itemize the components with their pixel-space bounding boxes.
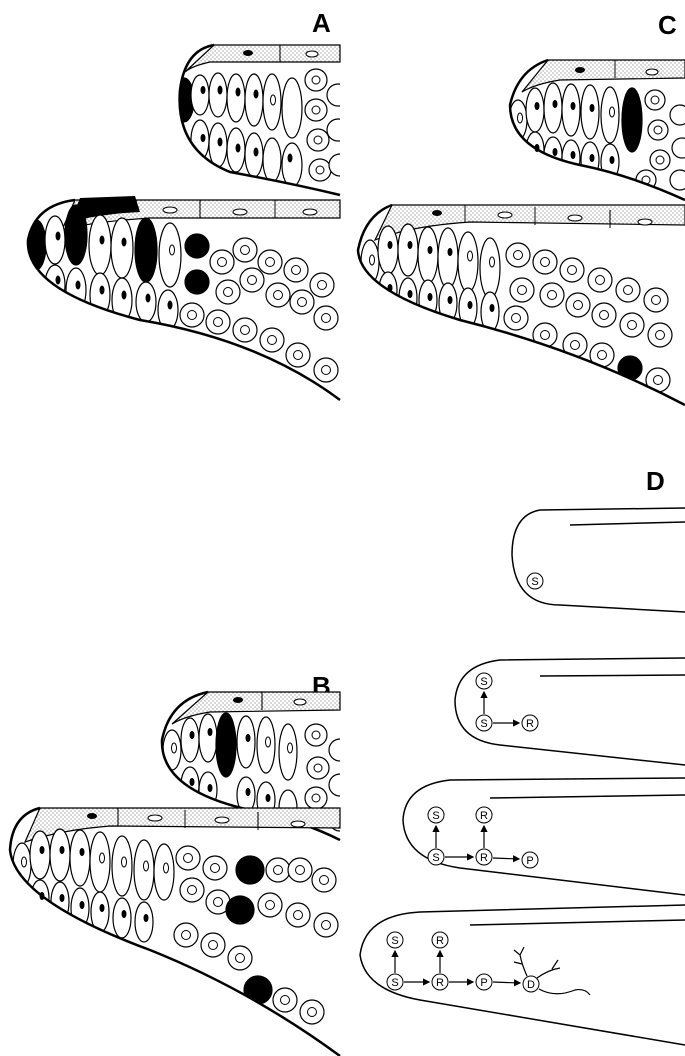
node-renewing: R: [436, 977, 444, 989]
node-stem: S: [531, 576, 538, 588]
node-stem: S: [432, 810, 439, 822]
lineage-nodes: [387, 573, 543, 992]
panel-a-tip-late: [26, 196, 340, 400]
node-renewing: R: [526, 718, 534, 730]
panel-b-tip-late: [10, 808, 340, 1056]
panel-d-stage-2: [455, 658, 685, 765]
lineage-arrows: [395, 692, 520, 983]
node-stem: S: [391, 977, 398, 989]
panel-label-c: C: [658, 10, 677, 40]
panel-d-stage-3: [403, 778, 685, 895]
node-progenitor: P: [480, 977, 487, 989]
panel-a-tip-early: [174, 45, 351, 195]
node-renewing: R: [480, 852, 488, 864]
panel-d-stage-1: [512, 508, 685, 612]
panel-d-stage-4: [360, 905, 685, 1045]
node-renewing: R: [436, 935, 444, 947]
panel-c-tip-late: [358, 205, 685, 405]
node-stem: S: [432, 852, 439, 864]
panel-label-d: D: [646, 466, 665, 496]
node-differentiated: D: [527, 979, 535, 991]
node-stem: S: [480, 676, 487, 688]
node-renewing: R: [480, 810, 488, 822]
lineage-node-labels: S S S R S R S R P S R S R P D: [391, 576, 538, 991]
node-progenitor: P: [526, 855, 533, 867]
panel-c-tip-early: [509, 60, 685, 200]
node-stem: S: [480, 718, 487, 730]
panel-label-a: A: [312, 8, 331, 38]
node-stem: S: [391, 935, 398, 947]
